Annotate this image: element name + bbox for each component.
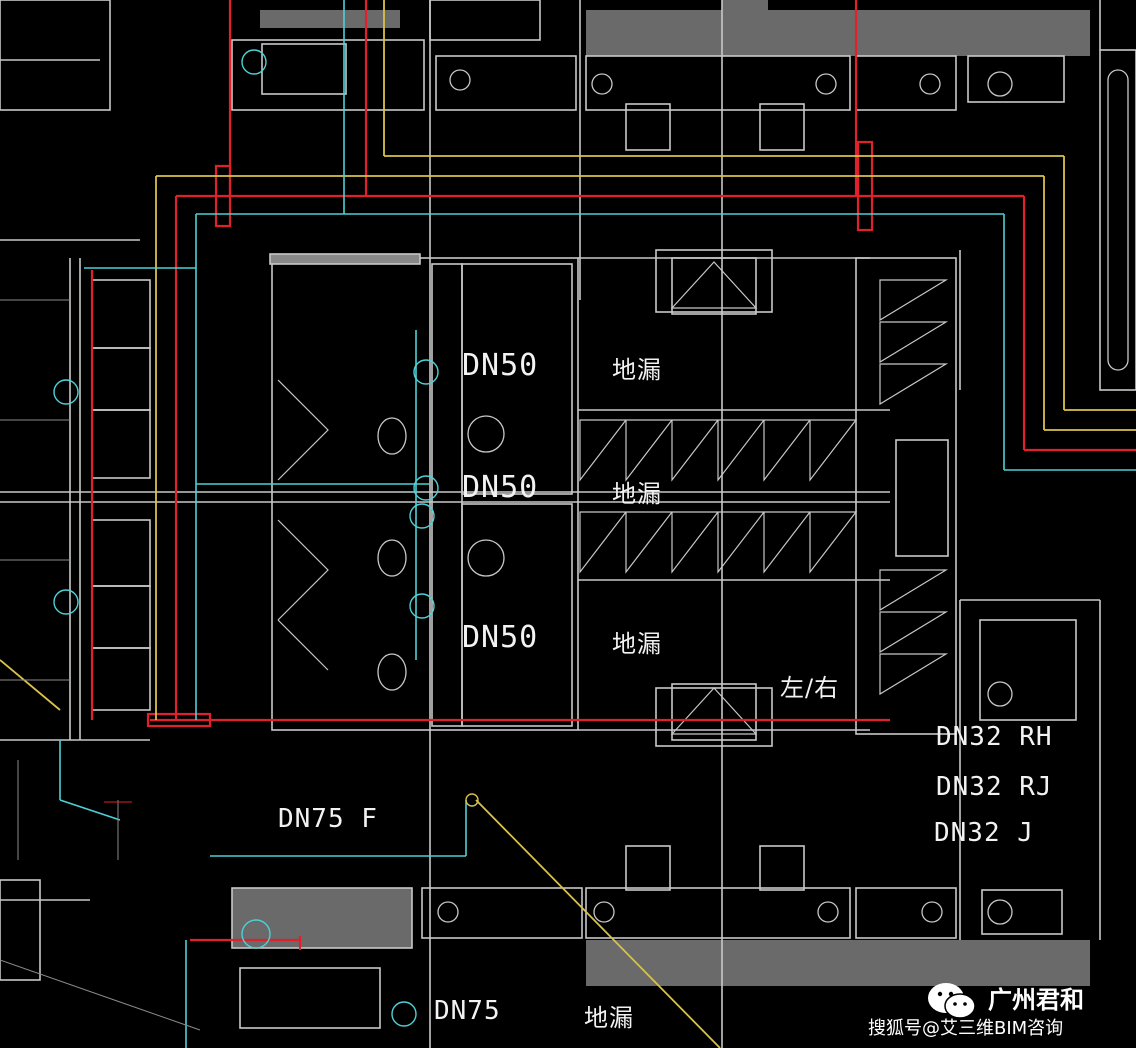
- left-right-label: 左/右: [780, 674, 840, 702]
- pipe-size-label-dn32-rj: DN32 RJ: [936, 772, 1053, 802]
- watermark-brand: 广州君和: [988, 986, 1084, 1014]
- pipe-size-label-dn50-middle: DN50: [462, 470, 539, 505]
- wechat-logo-icon: [928, 983, 976, 1019]
- cyan-pipes: [59, 0, 1136, 1048]
- floor-drain-label-bottom-edge: 地漏: [584, 1004, 634, 1032]
- pipe-size-label-dn50-bottom: DN50: [462, 620, 539, 655]
- pipe-size-label-dn32-j: DN32 J: [934, 818, 1034, 848]
- structural-slabs: [232, 0, 1090, 986]
- watermark-source: 搜狐号@艾三维BIM咨询: [868, 1018, 1064, 1039]
- pipe-size-label-dn75-bottom: DN75: [434, 996, 501, 1026]
- red-pipes: [90, 0, 1136, 950]
- pipe-size-label-dn32-rh: DN32 RH: [936, 722, 1053, 752]
- floor-drain-label-middle: 地漏: [612, 480, 662, 508]
- riser-symbols: [53, 49, 479, 1027]
- plumbing-fixtures: [377, 69, 1129, 925]
- partition-hatching: [277, 261, 949, 735]
- pipe-size-label-dn75-f: DN75 F: [278, 804, 378, 834]
- watermark: 广州君和 搜狐号@艾三维BIM咨询: [868, 978, 1126, 1042]
- pipe-size-label-dn50-top: DN50: [462, 348, 539, 383]
- floor-drain-label-top: 地漏: [612, 356, 662, 384]
- aux-lines: [0, 299, 201, 1031]
- floor-drain-label-bottom: 地漏: [612, 630, 662, 658]
